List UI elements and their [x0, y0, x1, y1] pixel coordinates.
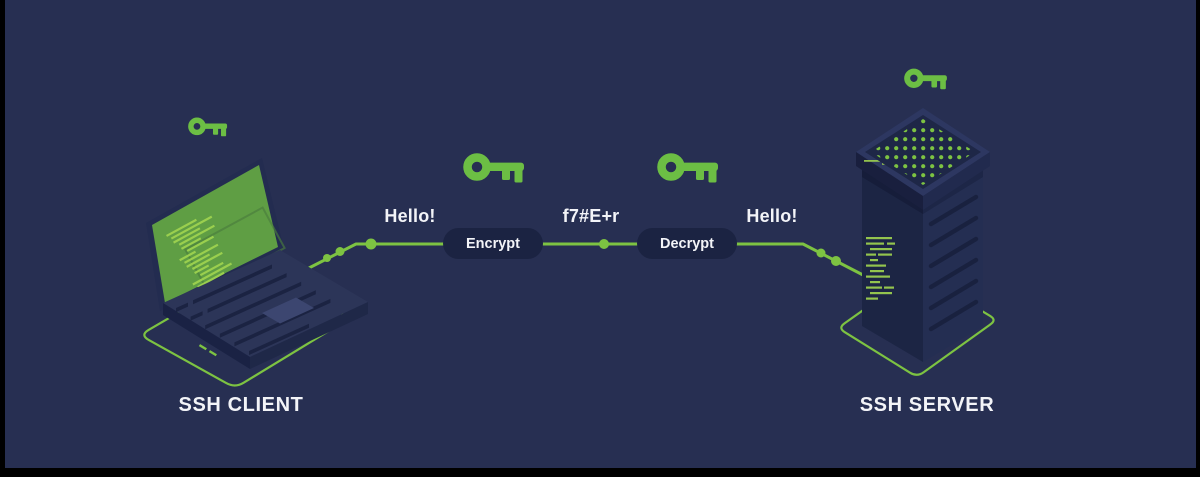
laptop-base-side-front — [250, 302, 368, 369]
encrypt-step: Encrypt — [443, 228, 543, 259]
server-top-dots — [871, 119, 975, 185]
laptop-base-deck — [163, 250, 368, 357]
plaintext-message-right: Hello! — [746, 206, 798, 226]
ciphertext-message: f7#E+r — [562, 206, 620, 226]
server-body-rim-left — [862, 170, 923, 214]
letterbox-left — [0, 0, 5, 477]
server-illustration — [840, 108, 995, 376]
server-lid-rim-left — [856, 152, 923, 210]
server-platform-outline — [840, 273, 995, 376]
client-label: SSH CLIENT — [178, 394, 304, 416]
encrypt-key-icon — [463, 151, 527, 185]
server-vents — [928, 194, 979, 332]
client-key-icon — [188, 116, 229, 138]
laptop-screen-code — [166, 206, 286, 292]
server-code-lines — [866, 237, 895, 300]
plaintext-message-left: Hello! — [384, 206, 436, 226]
decrypt-step-label: Decrypt — [660, 235, 714, 252]
server-body-rim-right — [923, 170, 983, 214]
decrypt-step: Decrypt — [637, 228, 737, 259]
line-node-dots — [323, 238, 841, 266]
server-label: SSH SERVER — [859, 394, 995, 416]
letterbox-right — [1196, 0, 1200, 477]
server-key-icon — [904, 67, 949, 91]
laptop-illustration — [143, 158, 368, 387]
encrypt-step-label: Encrypt — [466, 235, 520, 252]
laptop-base-side-left — [163, 303, 250, 369]
server-body-left-face — [862, 170, 923, 362]
laptop-ports — [198, 344, 217, 357]
letterbox-bottom — [0, 468, 1200, 477]
decrypt-key-icon — [657, 151, 721, 185]
server-lid-rim-right — [923, 152, 990, 210]
laptop-trackpad — [262, 297, 314, 324]
